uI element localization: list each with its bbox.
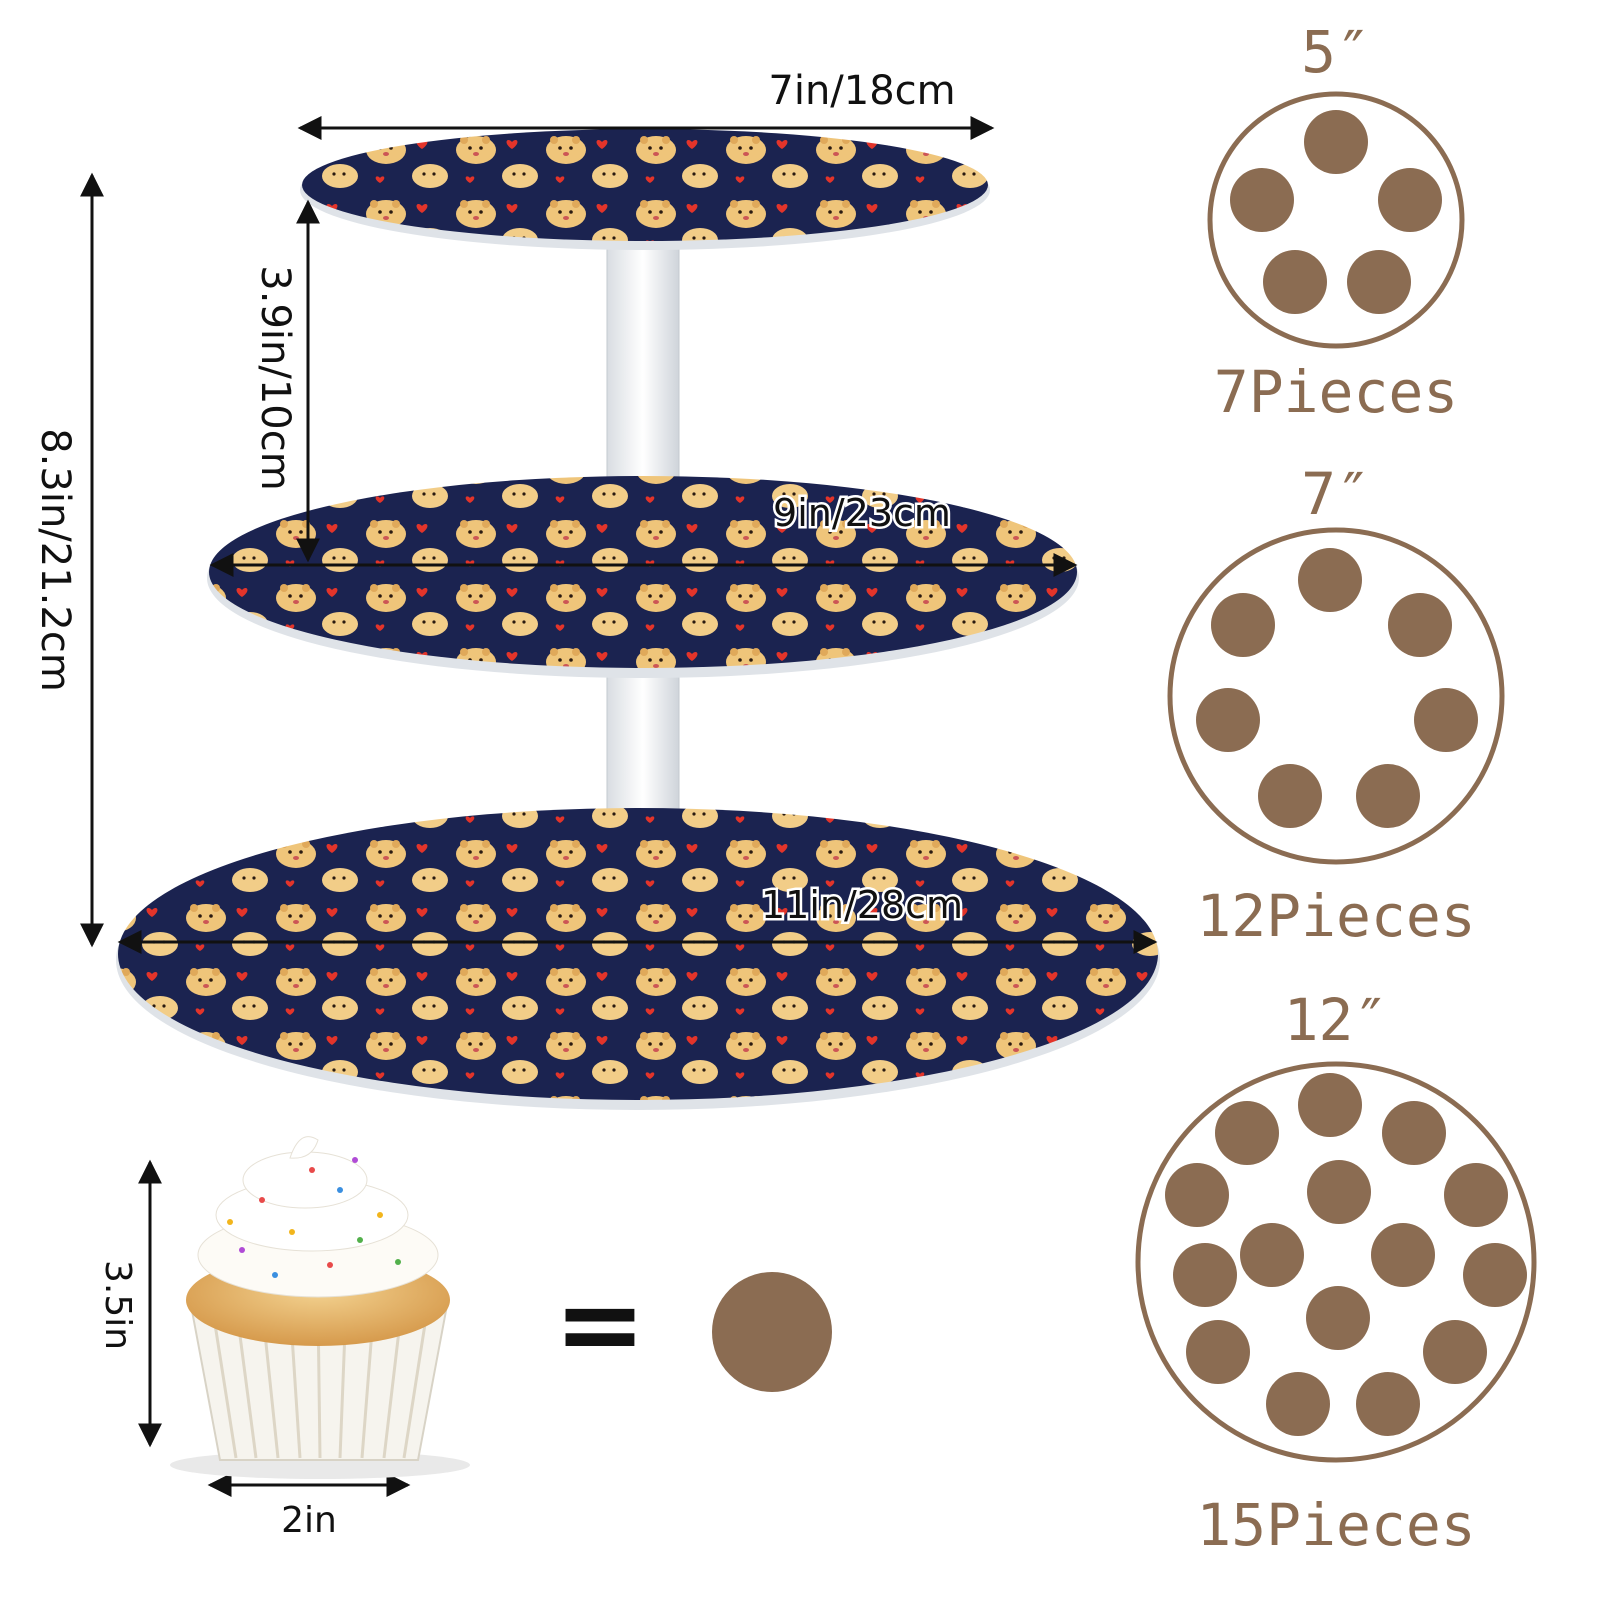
cupcake-hole-icon [1444, 1163, 1508, 1227]
capacity-board-outline [1167, 527, 1505, 865]
capacity-5in: 5″ 7Pieces [1207, 18, 1465, 426]
cupcake-illustration [170, 1136, 470, 1479]
cupcake-width-label: 2in [281, 1500, 337, 1541]
cupcake-hole-icon [1307, 1160, 1371, 1224]
capacity-7in: 7″ 12Pieces [1167, 460, 1505, 950]
cupcake-height-label: 3.5in [97, 1260, 138, 1350]
cupcake-hole-icon [1240, 1223, 1304, 1287]
cupcake-spot-icon [712, 1272, 832, 1392]
capacity-size-label: 5″ [1301, 18, 1371, 86]
capacity-size-label: 7″ [1301, 460, 1371, 528]
cupcake-hole-icon [1356, 764, 1420, 828]
cupcake-hole-icon [1298, 1073, 1362, 1137]
cupcake-hole-icon [1258, 764, 1322, 828]
middle-diameter-label: 9in/23cm [773, 491, 951, 535]
cupcake-hole-icon [1165, 1163, 1229, 1227]
capacity-size-label: 12″ [1284, 986, 1389, 1054]
cupcake-hole-icon [1371, 1223, 1435, 1287]
capacity-pieces-label: 12Pieces [1196, 882, 1475, 950]
cupcake-hole-icon [1382, 1101, 1446, 1165]
capacity-holes [1230, 110, 1442, 314]
cupcake-hole-icon [1230, 168, 1294, 232]
capacity-12in: 12″ 15Pieces [1135, 986, 1537, 1559]
cupcake-hole-icon [1215, 1101, 1279, 1165]
capacity-holes [1196, 548, 1478, 828]
cupcake-hole-icon [1173, 1243, 1237, 1307]
cupcake-hole-icon [1211, 593, 1275, 657]
cupcake-hole-icon [1414, 688, 1478, 752]
cupcake-hole-icon [1196, 688, 1260, 752]
cupcake-hole-icon [1298, 548, 1362, 612]
capacity-pieces-label: 7Pieces [1214, 358, 1458, 426]
dimension-lines [80, 116, 1158, 1497]
capacity-holes [1165, 1073, 1527, 1436]
cupcake-hole-icon [1266, 1372, 1330, 1436]
cupcake-hole-icon [1378, 168, 1442, 232]
cupcake-hole-icon [1388, 593, 1452, 657]
cupcake-hole-icon [1306, 1286, 1370, 1350]
cupcake-hole-icon [1463, 1243, 1527, 1307]
cupcake-hole-icon [1423, 1320, 1487, 1384]
equals-sign: = [554, 1260, 646, 1388]
cupcake-hole-icon [1356, 1372, 1420, 1436]
bottom-diameter-label: 11in/28cm [761, 883, 963, 927]
cupcake-hole-icon [1263, 250, 1327, 314]
top-diameter-label: 7in/18cm [768, 68, 955, 114]
cupcake-hole-icon [1347, 250, 1411, 314]
top-tier [302, 129, 988, 241]
tier-gap-label: 3.9in/10cm [252, 265, 298, 490]
capacity-pieces-label: 15Pieces [1196, 1491, 1475, 1559]
capacity-board-outline [1207, 91, 1465, 349]
cupcake-hole-icon [1186, 1320, 1250, 1384]
cupcake-hole-icon [1304, 110, 1368, 174]
bottom-tier [118, 808, 1158, 1100]
total-height-label: 8.3in/21.2cm [32, 428, 78, 692]
capacity-board-outline [1135, 1061, 1537, 1463]
